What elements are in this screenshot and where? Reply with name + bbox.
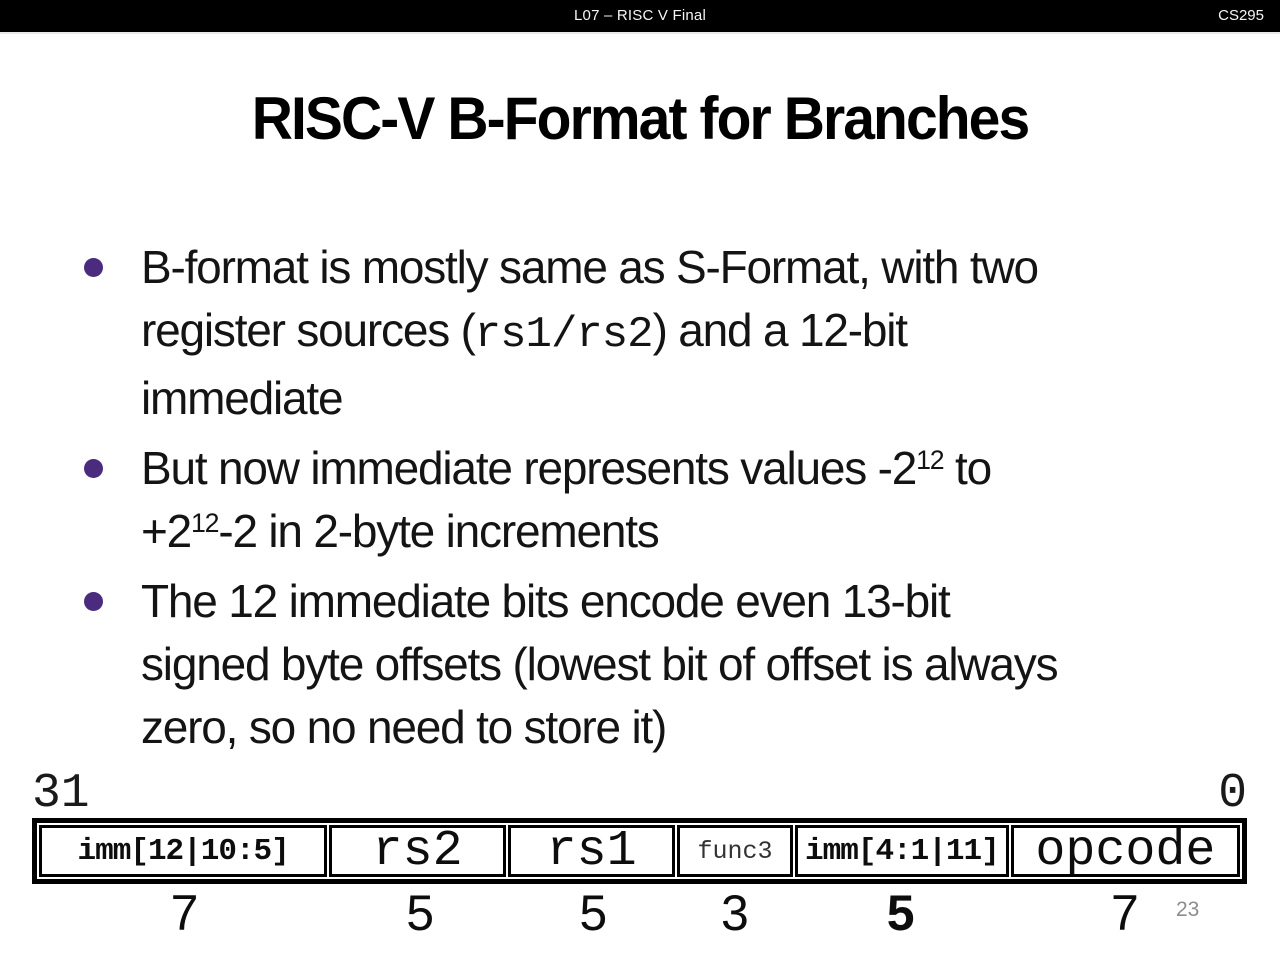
bit-index-low: 0 <box>1218 767 1247 821</box>
width-bits-func3: 3 <box>721 885 749 941</box>
bullet-item-2: But now immediate represents values -212… <box>78 437 1260 563</box>
page-number: 23 <box>1176 898 1200 921</box>
bullet-item-3: The 12 immediate bits encode even 13-bit… <box>78 570 1260 759</box>
field-rs1: rs1 <box>508 825 676 877</box>
bit-index-row: 31 0 <box>32 770 1247 818</box>
field-widths-row: 7 5 5 3 5 7 <box>32 886 1247 940</box>
width-bits-rs1: 5 <box>579 885 608 941</box>
bullet-marker <box>84 592 103 611</box>
header-bar: L07 – RISC V Final CS295 <box>0 0 1280 34</box>
bullet-text-segment: But now immediate represents values -2 <box>141 442 917 494</box>
slide-title: RISC-V B-Format for Branches <box>251 85 1030 152</box>
field-imm-12-10-5: imm[12|10:5] <box>39 825 328 877</box>
width-bits-opcode: 7 <box>1111 885 1139 941</box>
bullet-code-segment: rs1/rs2 <box>474 310 654 360</box>
width-bits-imm-4-1-11: 5 <box>886 885 915 941</box>
bullet-text-1: B-format is mostly same as S-Format, wit… <box>141 236 1039 430</box>
width-bits-imm-12-10-5: 7 <box>170 885 199 941</box>
format-fields-row: imm[12|10:5] rs2 rs1 func3 imm[4:1|11] o… <box>32 818 1247 884</box>
header-course-code: CS295 <box>1218 7 1264 24</box>
bullet-text-2: But now immediate represents values -212… <box>141 437 992 563</box>
superscript-exponent: 12 <box>916 445 944 476</box>
bullet-marker <box>84 258 103 277</box>
field-opcode: opcode <box>1010 825 1240 877</box>
field-imm-4-1-11: imm[4:1|11] <box>794 825 1009 877</box>
bullet-text-segment: ) and a 12-bit immediate <box>141 304 908 424</box>
bullet-text-3: The 12 immediate bits encode even 13-bit… <box>141 570 1059 759</box>
header-lecture-title: L07 – RISC V Final <box>574 7 706 24</box>
bullet-text-segment: B-format is mostly same as S-Format, wit… <box>141 241 1039 356</box>
field-func3: func3 <box>677 825 793 877</box>
bullet-text-segment: The 12 immediate bits encode even 13-bit… <box>141 575 1059 753</box>
bullet-text-segment: -2 in 2-byte increments <box>218 505 659 557</box>
superscript-exponent: 12 <box>191 508 219 539</box>
instruction-format-diagram: 31 0 imm[12|10:5] rs2 rs1 func3 imm[4:1|… <box>32 770 1247 940</box>
width-bits-rs2: 5 <box>406 885 435 941</box>
bullet-marker <box>84 459 103 478</box>
field-rs2: rs2 <box>329 825 507 877</box>
bullet-list: B-format is mostly same as S-Format, wit… <box>78 236 1260 766</box>
bit-index-high: 31 <box>32 767 90 821</box>
bullet-text-segment: to +2 <box>141 442 992 557</box>
bullet-item-1: B-format is mostly same as S-Format, wit… <box>78 236 1260 430</box>
